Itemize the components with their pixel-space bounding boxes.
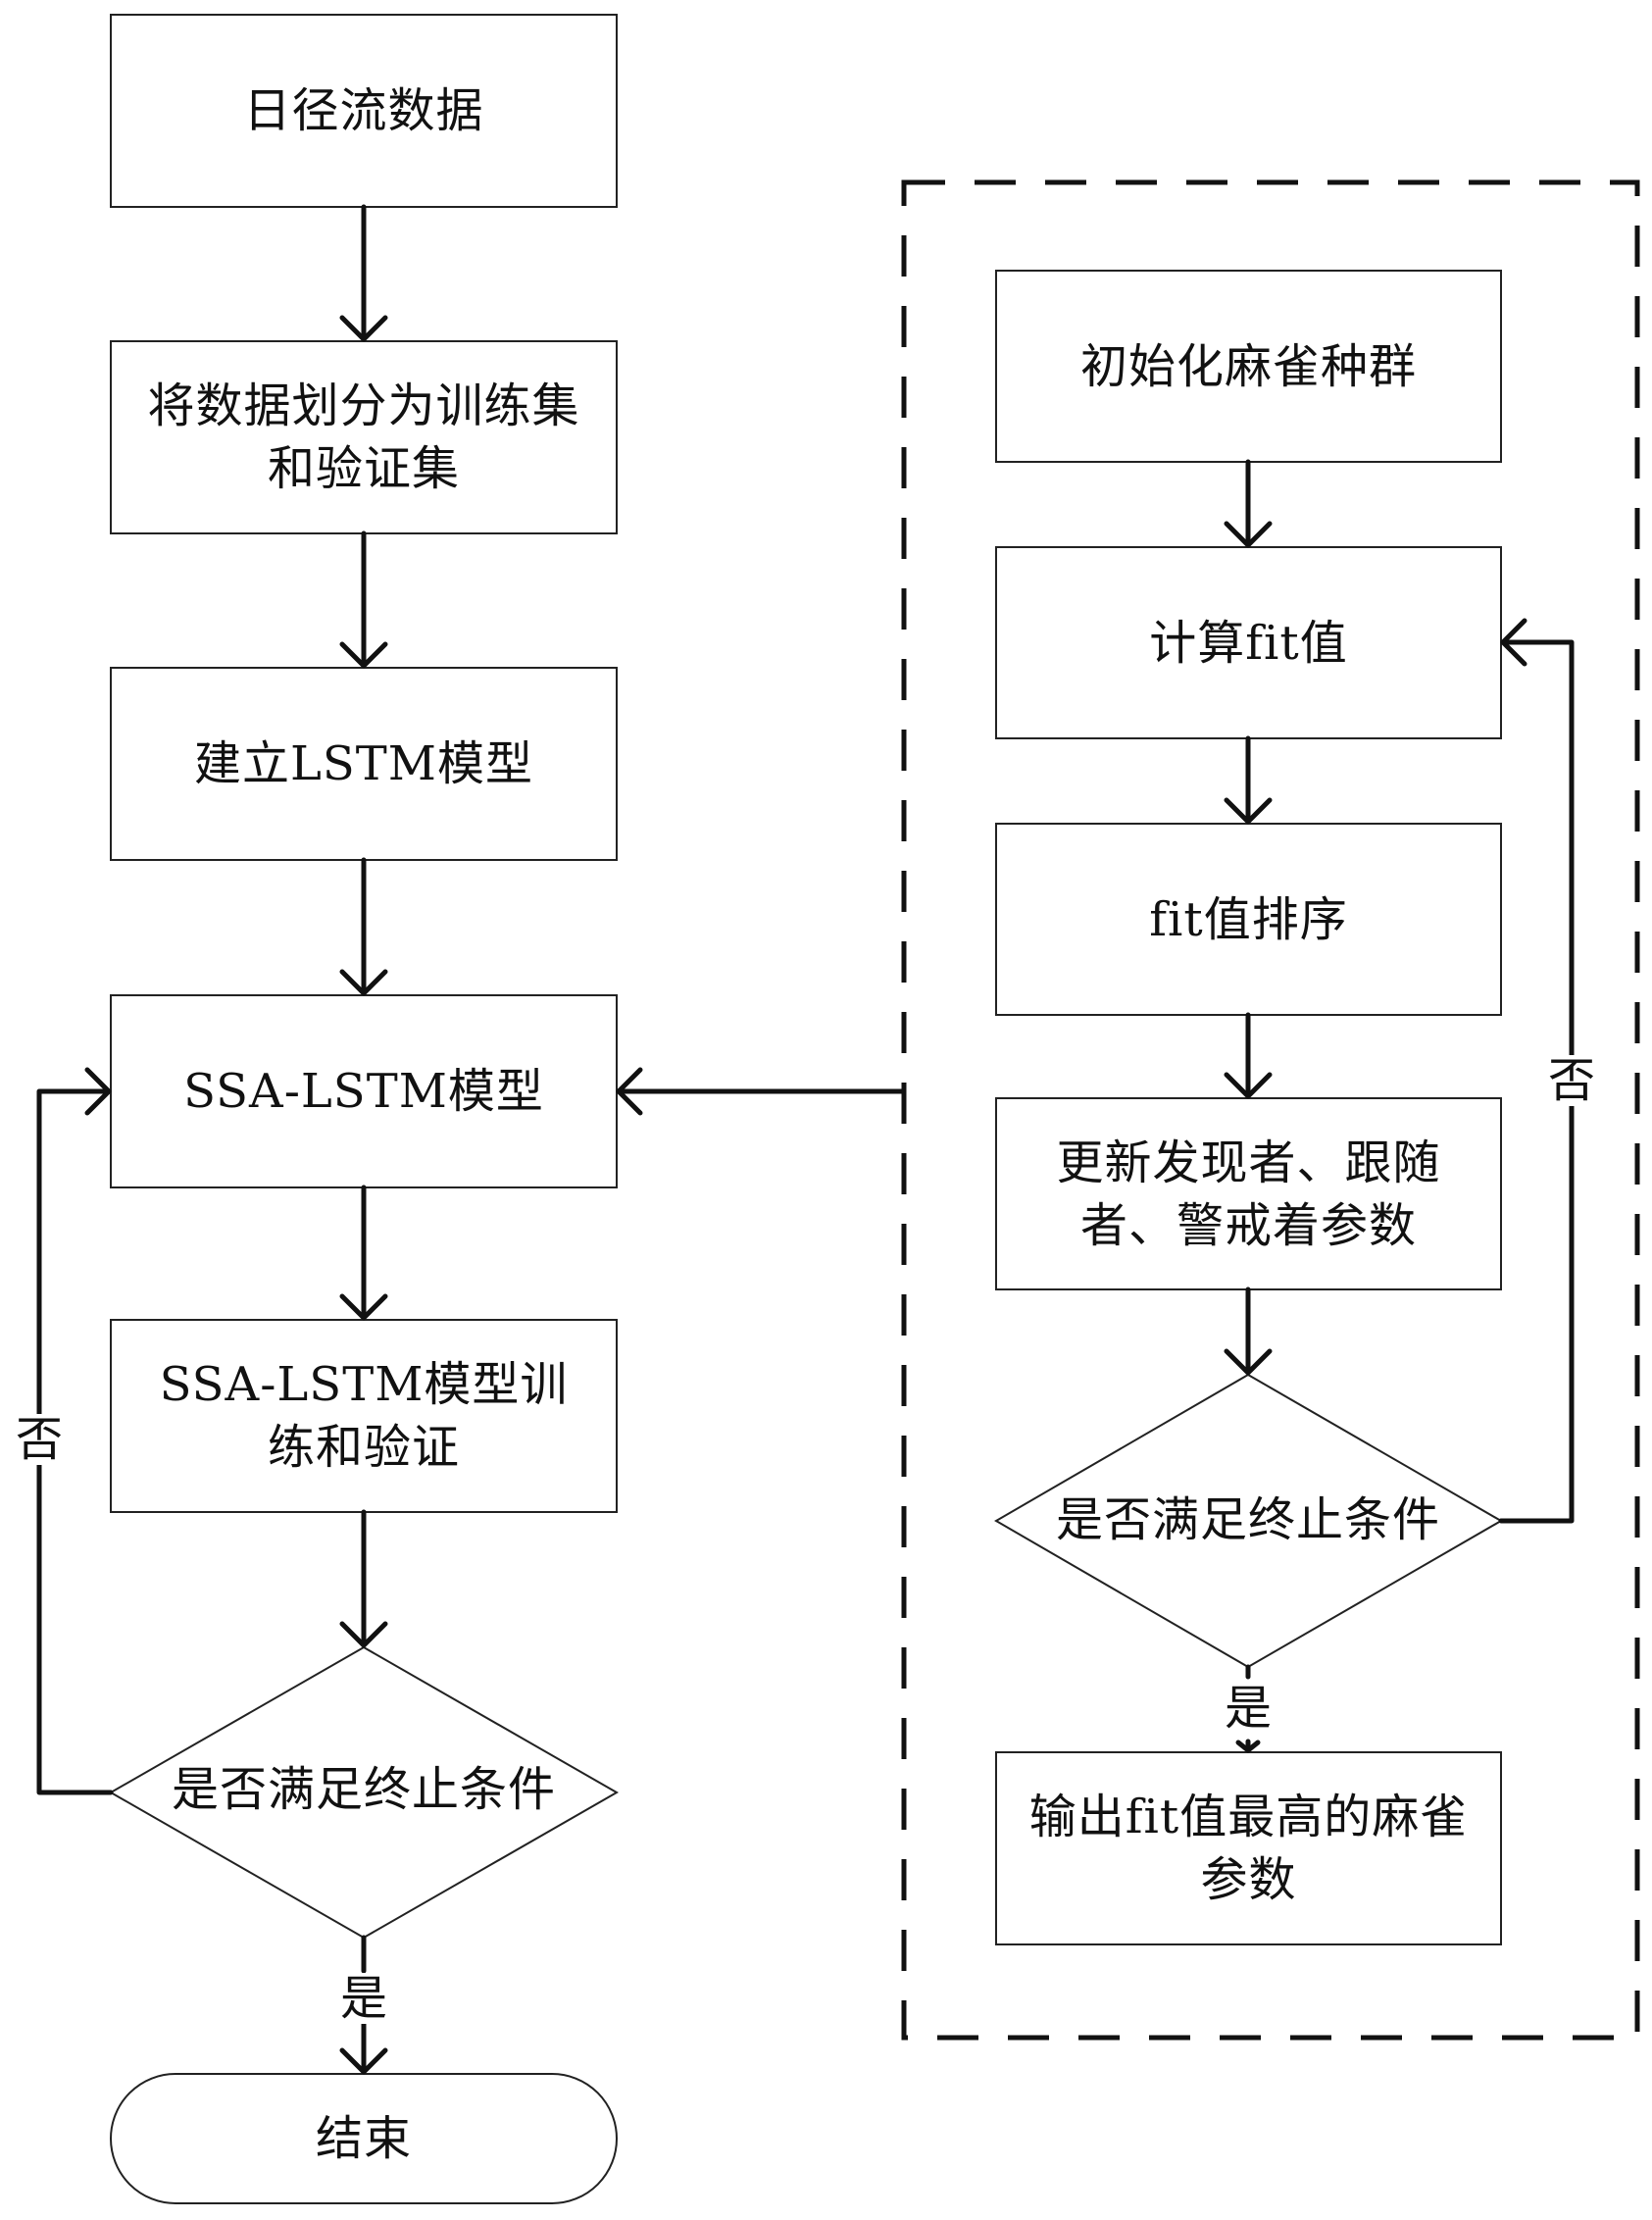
edge-ssa-box-to-model [616,1067,907,1116]
node-end [110,2073,618,2204]
edge-init-compute [1224,459,1273,548]
edges-left [36,204,907,2075]
edge-split-build [339,530,388,669]
node-start [110,14,618,208]
ssa-optimization-container [901,179,1640,2041]
edge-start-split [339,204,388,342]
node-update-params [995,1097,1502,1290]
edge-build-ssa [339,857,388,996]
edge-train-decision [339,1509,388,1648]
node-decision-right [994,1373,1503,1669]
edge-update-decision [1224,1287,1273,1376]
node-sort-fit [995,823,1502,1016]
node-ssa-lstm [110,994,618,1188]
node-split [110,340,618,534]
node-build-lstm [110,667,618,861]
edge-decision-yes-end [339,1935,388,2075]
edge-compute-sort [1224,735,1273,825]
edge-sort-update [1224,1012,1273,1099]
node-compute-fit [995,546,1502,739]
node-decision-left [108,1645,620,1940]
edge-label-no-left: 否 [12,1414,67,1465]
edge-label-no-right: 否 [1544,1055,1599,1106]
node-train-validate [110,1319,618,1513]
node-output-best [995,1751,1502,1945]
edge-label-yes-right: 是 [1221,1683,1276,1734]
edge-ssa-train [339,1185,388,1321]
edge-label-yes-left: 是 [336,1973,391,2024]
node-init-population [995,270,1502,463]
edge-decision-yes-output [1235,1664,1261,1753]
